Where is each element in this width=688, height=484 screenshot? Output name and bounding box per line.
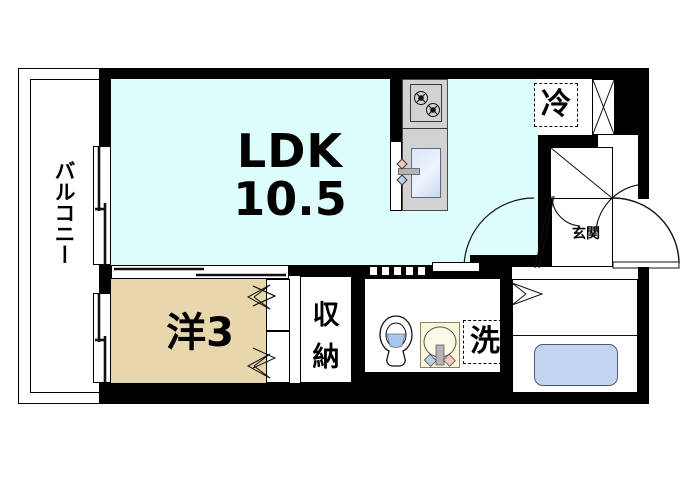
faucet-icon [398,168,420,175]
wall-washroom-right [500,279,512,373]
wall-ldk-entry-lower [470,255,550,267]
closet-folding-arrow-bottom [246,352,292,379]
wc-window [432,262,480,272]
wall-bottom-right [512,393,649,404]
room-closet [300,276,352,383]
wall-left-middle [100,265,111,293]
balcony-label: バルコニー [52,160,76,265]
wall-genkan-left [538,135,550,255]
kitchen-divider [402,128,448,129]
wall-closet-bottom [300,383,364,404]
bath-partition-line [512,335,638,336]
stove-icon [410,84,442,122]
wall-left-upper [100,68,111,146]
balcony-inner-rail [30,79,100,393]
washer-label: 洗 [470,324,500,359]
closet-folding-top[interactable] [252,279,290,331]
ldk-label: LDK [236,124,344,178]
bathtub-icon [534,344,618,386]
wall-right-top-stub [615,79,649,135]
room-ldk-extension [463,79,538,265]
wall-closet-right [352,265,364,404]
bath-folding-door[interactable] [511,282,552,307]
hall-door-right-arc[interactable] [595,183,656,231]
shoe-cabinet-icon [592,79,615,135]
wall-washroom-bottom [364,373,524,404]
wc-door-opening-marker[interactable] [370,267,428,275]
closet-folding-arrow-top [246,284,292,311]
ldk-area-label: 10.5 [233,172,347,226]
wall-top [100,68,649,79]
ldk-room-sliding-door[interactable] [111,265,289,279]
wall-yo3-bottom [100,383,300,404]
genkan-shelf [550,147,613,199]
wall-genkan-top [538,135,598,147]
wall-right-edge-upper [638,135,649,199]
fridge-space-box: 冷 [534,83,578,127]
hall-door-left[interactable] [462,196,552,269]
closet-label-line1: 収 [312,300,340,331]
closet-label-line2: 納 [312,342,340,373]
wash-basin-icon [420,322,460,368]
fridge-label: 冷 [541,87,571,122]
washer-space-box: 洗 [463,320,507,364]
hall-door-leaf[interactable] [530,195,581,269]
genkan-label: 玄関 [572,226,600,242]
toilet-icon [375,315,417,367]
wall-right-edge-lower [638,267,649,404]
wall-kitchen-left-stub [390,79,402,141]
balcony-sliding-upper[interactable] [93,146,111,265]
balcony-sliding-lower[interactable] [93,293,111,383]
hall-door-panel-left[interactable] [550,199,552,267]
room-yo3-label: 洋3 [166,310,234,356]
